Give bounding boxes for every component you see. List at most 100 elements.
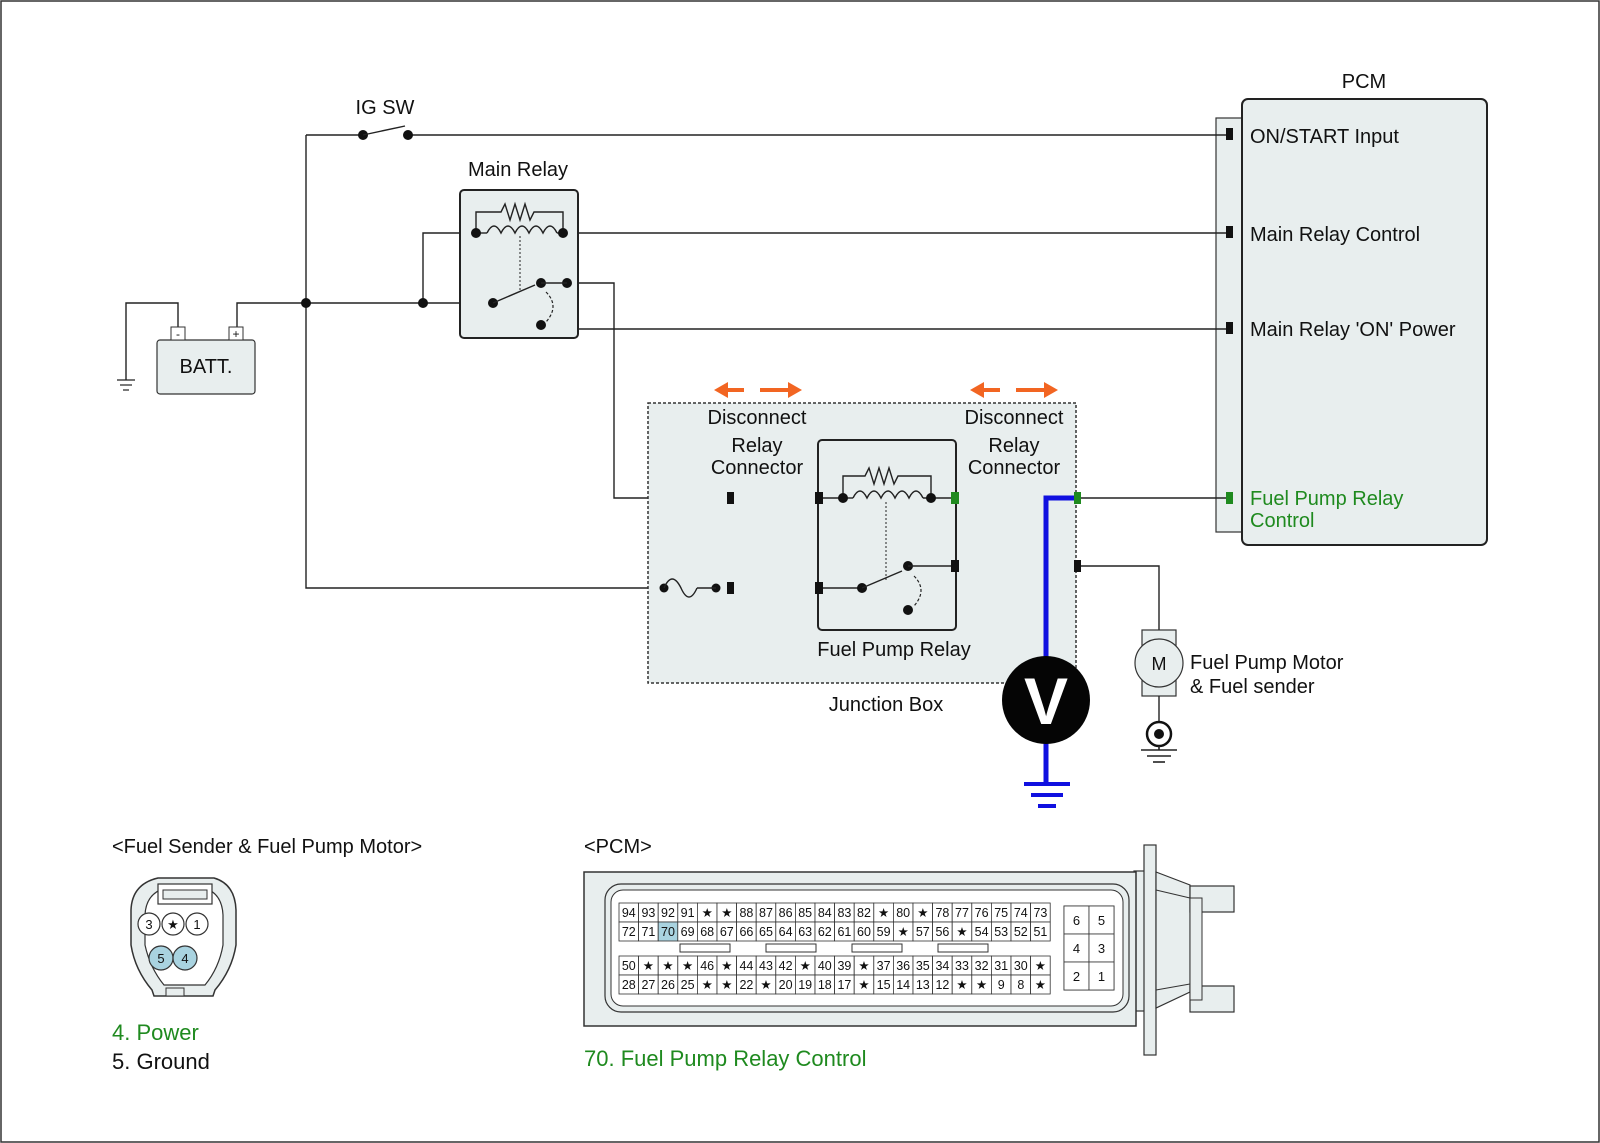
pcm-pin-label: 36 [896,959,910,973]
pcm-side-pin-cell [1063,905,1090,935]
pcm-pin-label: ★ [643,959,654,973]
pcm-side-pin-label: 2 [1073,969,1080,984]
main-relay-label: Main Relay [468,159,568,181]
junction-dot [418,298,428,308]
battery-bus-wire [305,135,653,589]
junction-terminal [727,492,734,504]
pcm-pin-label: 53 [994,925,1008,939]
pcm-pin-label: ★ [956,978,967,992]
pcm-pin-label: 12 [935,978,949,992]
fuel-sender-pin-3: 3 [145,917,152,932]
legend-power: 4. Power [112,1020,199,1045]
battery-negative-sign: - [176,327,180,341]
battery-box [156,339,256,395]
pcm-side-pin-cell [1063,961,1090,991]
pcm-pin-label: 9 [998,978,1005,992]
pcm-pin-label: 68 [700,925,714,939]
pcm-pin-label: ★ [721,959,732,973]
pcm-pin-label: 15 [877,978,891,992]
disconnect-left-line2: Relay [731,435,782,457]
pcm-pin-label: 46 [700,959,714,973]
pcm-pin-label: 80 [896,906,910,920]
pcm-box [1241,98,1488,546]
pcm-pin-label: 40 [818,959,832,973]
pcm-pin-label: 71 [641,925,655,939]
fuel-sender-pin-4: 4 [181,951,188,966]
pcm-pin-label: 22 [739,978,753,992]
pcm-module: PCM ON/START Input Main Relay Control Ma… [1215,71,1488,546]
pcm-pin-label: 57 [916,925,930,939]
pcm-pin-label: ★ [858,959,869,973]
main-relay: Main Relay [459,159,579,339]
pcm-pin-fuel-pump-relay-control: Fuel Pump Relay [1250,488,1403,510]
ig-sw-label: IG SW [356,97,415,119]
pcm-pin-label: 8 [1017,978,1024,992]
pcm-connector-strip [1215,117,1245,533]
pcm-pin-label: 93 [641,906,655,920]
pcm-pin-label: 77 [955,906,969,920]
pcm-pin-label: ★ [898,925,909,939]
pcm-pin-label: 87 [759,906,773,920]
pcm-pin-fuel-pump-relay-control-2: Control [1250,510,1314,532]
pcm-pin-label: 82 [857,906,871,920]
pcm-pin-label: 65 [759,925,773,939]
disconnect-left-line1: Disconnect [708,407,807,429]
pcm-pin-label: 59 [877,925,891,939]
pcm-pin-label: 52 [1014,925,1028,939]
pcm-pin-label: 25 [681,978,695,992]
junction-box: Junction Box Disconnect Relay Connector … [647,402,1081,716]
pcm-pin-label: 42 [779,959,793,973]
ignition-switch: IG SW [356,97,415,140]
pcm-pin-label: ★ [800,959,811,973]
pcm-pin-label: ★ [662,959,673,973]
motor-symbol [1134,638,1184,688]
pcm-pin-label: ★ [702,978,713,992]
legend-ground: 5. Ground [112,1049,210,1074]
pcm-pin-label: 78 [935,906,949,920]
pcm-pin-label: 56 [935,925,949,939]
pcm-pin-label: 37 [877,959,891,973]
fuel-sender-connector: <Fuel Sender & Fuel Pump Motor> 3 ★ 1 5 … [112,836,422,1074]
pcm-pin-label: 62 [818,925,832,939]
fuse-symbol [663,578,698,598]
pcm-pin-label: 60 [857,925,871,939]
pcm-pin-label: 67 [720,925,734,939]
pcm-pin-label: 64 [779,925,793,939]
pcm-pin-label: 13 [916,978,930,992]
fuel-sender-connector-title: <Fuel Sender & Fuel Pump Motor> [112,836,422,858]
pcm-pin-label: ★ [1035,978,1046,992]
pcm-pin-label: 30 [1014,959,1028,973]
pcm-pin-label: 18 [818,978,832,992]
main-relay-coil-feed-wire [422,232,476,303]
voltmeter-body [1002,656,1090,744]
pcm-pin-label: 85 [798,906,812,920]
pcm-terminal-main-relay-power [1226,322,1233,334]
disconnect-right-line1: Disconnect [965,407,1064,429]
battery-ground-wire [125,302,179,380]
pcm-side-pin-label: 1 [1098,969,1105,984]
pcm-pin-label: 84 [818,906,832,920]
pcm-pin-label: ★ [760,978,771,992]
pcm-pin-label: 32 [975,959,989,973]
pcm-side-pin-label: 5 [1098,913,1105,928]
fuel-sender-pin-1: 1 [193,917,200,932]
pcm-pin-main-relay-control: Main Relay Control [1250,224,1420,246]
junction-box-label: Junction Box [829,694,944,716]
disconnect-right-line3: Connector [968,457,1061,479]
fuel-pump-motor-label: Fuel Pump Motor [1190,652,1344,674]
pcm-pin-label: 74 [1014,906,1028,920]
disconnect-arrows-left [714,382,802,398]
pcm-pin-label: ★ [878,906,889,920]
pcm-pin-label: 31 [994,959,1008,973]
pcm-pin-label: 66 [739,925,753,939]
pcm-pin-label: 75 [994,906,1008,920]
pcm-pin-label: 33 [955,959,969,973]
pcm-pin-label: 70 [661,925,675,939]
junction-terminal-fuel-pump-control [1074,492,1081,504]
pcm-pin-label: ★ [976,978,987,992]
